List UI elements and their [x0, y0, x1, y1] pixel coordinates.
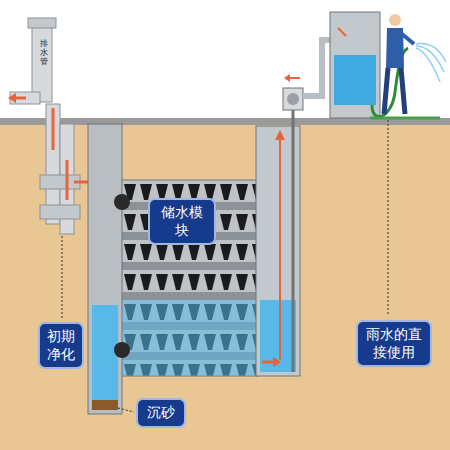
box-text: 沉砂: [147, 404, 175, 422]
storage-module-label: 储水模块: [148, 198, 216, 245]
pipe-label: 排水管: [40, 40, 48, 66]
box-text: 储水模块: [155, 204, 209, 239]
box-text: 雨水的直接使用: [363, 326, 425, 361]
sediment-label: 沉砂: [136, 398, 186, 428]
first-flush-label: 初期净化: [38, 322, 84, 369]
direct-use-label: 雨水的直接使用: [356, 320, 432, 367]
box-text: 初期净化: [45, 328, 77, 363]
